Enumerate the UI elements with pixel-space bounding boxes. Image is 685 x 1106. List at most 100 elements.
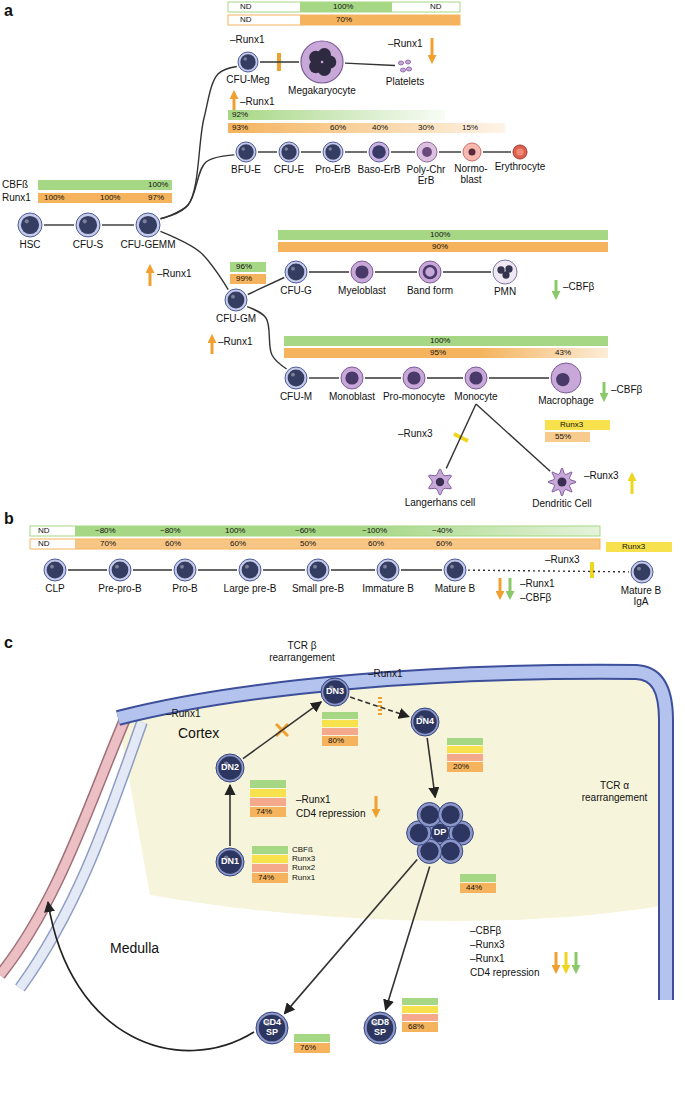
cell-drawing <box>225 289 247 311</box>
cell-drawing <box>238 52 258 72</box>
cell-node: Normo- blast <box>451 142 493 185</box>
cell-label: Dendritic Cell <box>531 498 593 509</box>
percent-label: 95% <box>430 348 446 358</box>
cell-drawing <box>341 367 363 389</box>
figure-shape <box>228 123 505 133</box>
cell-node: HSC <box>16 212 44 250</box>
cell-label: CFU-S <box>72 239 105 250</box>
lineage-connector <box>365 377 401 378</box>
cell-shape <box>396 57 414 75</box>
lineage-connector <box>258 151 277 152</box>
annotation-label: –Runx1 <box>218 336 252 348</box>
annotation-label: –Runx1 <box>520 578 554 590</box>
figure-shape <box>603 382 606 394</box>
lineage-connector <box>102 224 134 225</box>
cell-shape <box>462 142 482 162</box>
cell-label: Band form <box>406 285 455 296</box>
percent-label: ND <box>240 2 252 12</box>
cell-shape <box>173 558 197 582</box>
lineage-connector <box>248 277 284 294</box>
annotation-label: –Runx1 <box>470 953 504 965</box>
lineage-connector <box>243 702 321 759</box>
cell-node: DN4 <box>410 707 440 737</box>
annotation-label: CD4 repression <box>296 808 365 820</box>
cell-shape <box>418 260 442 284</box>
figure-shape <box>284 348 608 358</box>
lineage-connector <box>489 377 549 378</box>
cell-shape <box>368 141 390 163</box>
figure-shape <box>402 998 438 1005</box>
cell-label: Langerhans cell <box>404 497 477 508</box>
cell-label: Poly-Chr ErB <box>404 164 448 186</box>
figure-shape <box>38 193 172 203</box>
thymus-outline <box>0 672 666 1051</box>
figure-shape <box>447 762 483 772</box>
cell-drawing <box>398 60 411 72</box>
percent-label: 43% <box>555 348 571 358</box>
cell-label: PMN <box>491 286 519 297</box>
lineage-connector <box>301 151 321 152</box>
lineage-connector <box>427 738 435 797</box>
block-mark <box>276 53 592 736</box>
figure-shape <box>575 952 578 966</box>
percent-label: Runx3 <box>622 542 645 552</box>
cell-shape <box>235 141 257 163</box>
cell-node: Baso-ErB <box>357 141 402 175</box>
figure-shape <box>545 432 590 442</box>
cell-label: Pro-monocyte <box>382 391 447 402</box>
figure-shape <box>509 578 512 592</box>
figure-shape <box>447 754 483 761</box>
percent-label: 50% <box>300 539 316 549</box>
cell-label: DN3 <box>326 687 344 697</box>
cell-node: DN1 <box>215 847 245 877</box>
percent-label: 74% <box>256 807 272 817</box>
cell-label: Mature B <box>434 583 477 594</box>
cell-node: Pro-B <box>171 558 199 594</box>
cell-node: CFU-GEMM <box>120 212 177 250</box>
figure-shape <box>228 110 445 120</box>
cell-label: CFU-M <box>279 391 314 402</box>
cell-drawing <box>285 261 307 283</box>
cell-label: Megakaryocyte <box>287 85 357 96</box>
percent-label: 92% <box>232 110 248 120</box>
lineage-connector <box>263 569 305 570</box>
lineage-connector <box>345 151 367 152</box>
lineage-connector <box>427 377 463 378</box>
lineage-connector <box>375 271 417 272</box>
cell-node: BFU-E <box>230 141 262 175</box>
cell-node: Dendritic Cell <box>531 467 593 509</box>
cell-drawing <box>351 261 373 283</box>
cell-label: CFU-G <box>279 285 313 296</box>
percent-label: 40% <box>372 123 388 133</box>
lineage-connector <box>284 860 417 1014</box>
cell-drawing <box>256 1012 288 1044</box>
cell-node: Macrophage <box>537 362 595 406</box>
figure-shape <box>322 728 358 735</box>
cell-node: Pro-ErB <box>314 141 352 175</box>
lineage-connector <box>483 151 511 152</box>
annotation-label: –Runx1 <box>157 268 191 280</box>
lineage-connector <box>476 404 550 471</box>
lineage-connector <box>260 61 299 62</box>
figure-shape <box>322 736 358 746</box>
cell-label: CFU-GM <box>215 313 257 324</box>
cell-node: CD4 SP <box>255 1011 289 1045</box>
annotation-label: –Runx3 <box>584 470 618 482</box>
cell-drawing <box>279 142 299 162</box>
figure-shape <box>555 952 558 966</box>
figure-shape <box>431 38 434 56</box>
cell-node: CFU-S <box>72 212 105 250</box>
cell-node: Immature B <box>361 558 415 594</box>
cell-shape <box>278 141 300 163</box>
cell-label: DP <box>434 828 447 838</box>
figure-shape <box>322 712 358 719</box>
figure-shape <box>250 798 286 806</box>
lineage-connector <box>198 569 237 570</box>
cell-label: CFU-Meg <box>225 74 271 85</box>
percent-label: 99% <box>236 274 252 284</box>
figure-shape <box>230 262 266 272</box>
percent-label: 100% <box>100 193 120 203</box>
annotation-label: –Runx1 <box>296 794 330 806</box>
figure-shape <box>30 526 600 536</box>
